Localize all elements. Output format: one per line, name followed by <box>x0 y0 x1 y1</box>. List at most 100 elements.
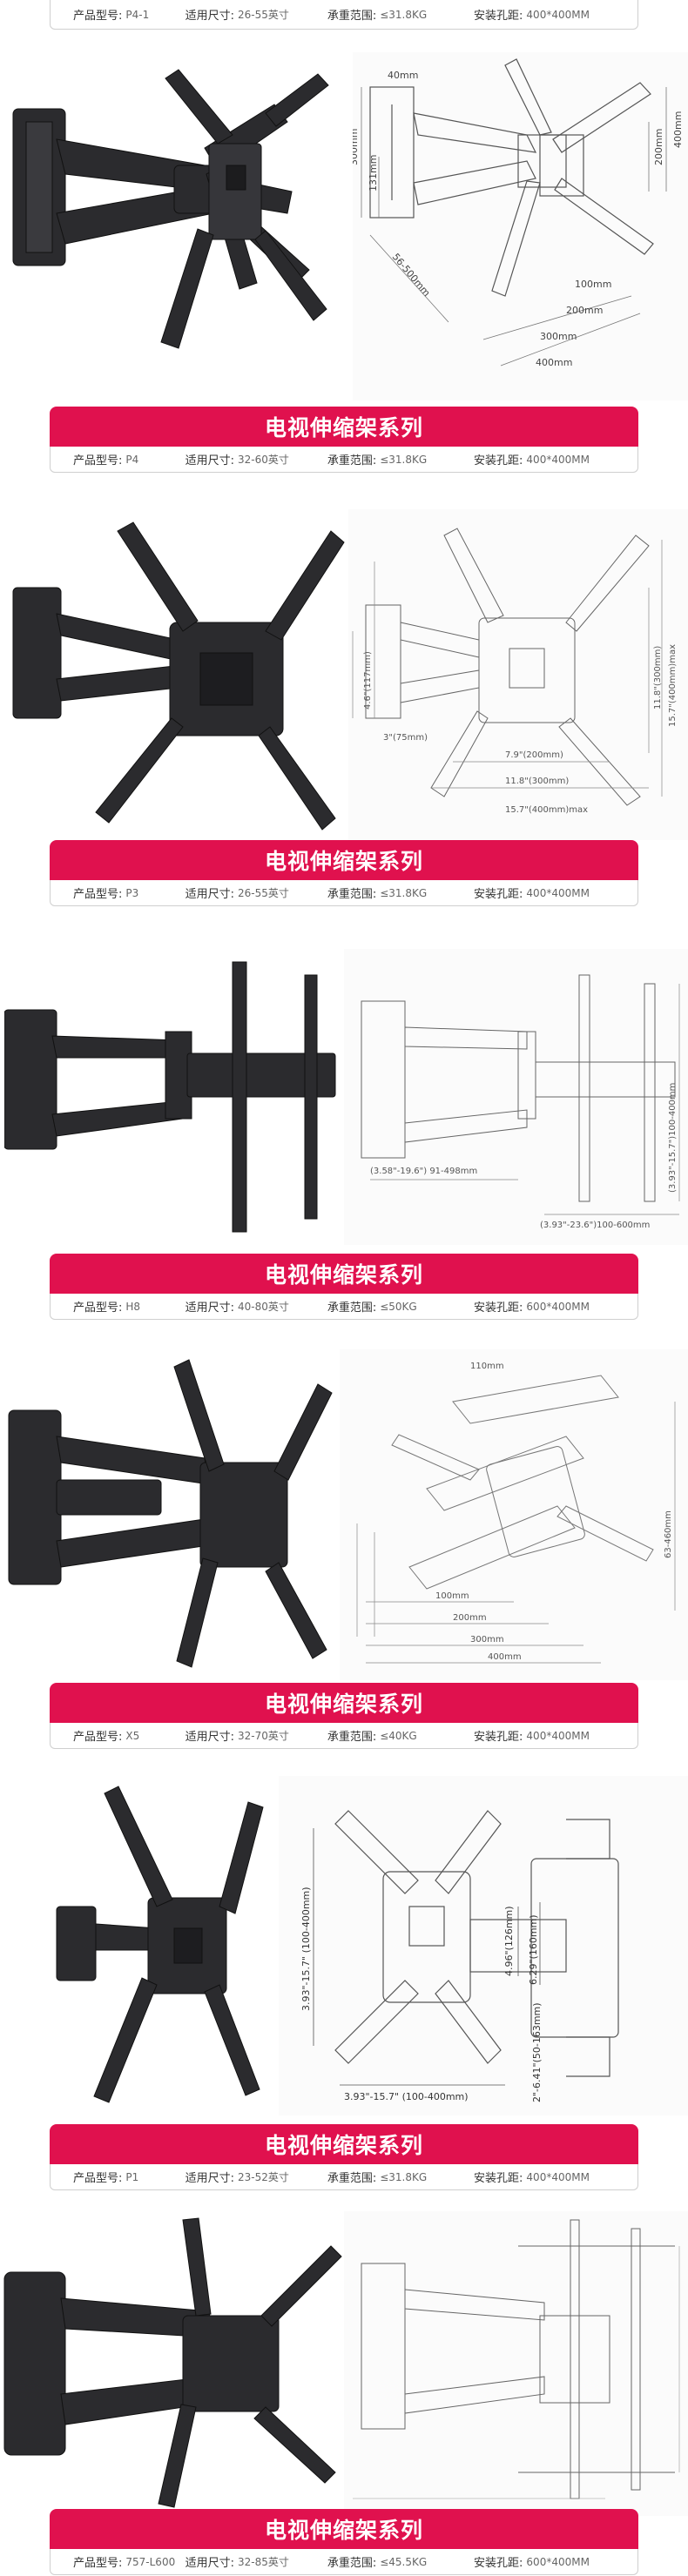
spec-load-label: 承重范围: <box>327 10 377 23</box>
dim-label: 400mm <box>672 111 684 148</box>
series-banner: 电视伸缩架系列 <box>50 840 638 880</box>
spec-model-label: 产品型号: <box>73 1301 123 1315</box>
dim-label: 200mm <box>566 305 603 316</box>
dim-label: 7.9"(200mm) <box>505 750 563 760</box>
spec-model-value: P3 <box>125 886 139 899</box>
dim-label: 11.8"(300mm) <box>653 646 663 710</box>
dim-label: 3.93"-15.7" (100-400mm) <box>344 2091 469 2102</box>
spec-model-label: 产品型号: <box>73 1731 123 1744</box>
spec-holes-value: 400*400MM <box>526 886 590 899</box>
spec-model-label: 产品型号: <box>73 454 123 467</box>
dim-label: 2"-6.41"(50-163mm) <box>531 2002 543 2102</box>
dim-label: 15.7"(400mm)max <box>668 644 678 727</box>
series-banner: 电视伸缩架系列 <box>50 2509 638 2549</box>
spec-strip-p1: 产品型号:P1 适用尺寸: 23-52英寸 承重范围:≤31.8KG 安装孔距:4… <box>50 2164 638 2190</box>
spec-strip-p3: 产品型号:P3 适用尺寸:26-55英寸 承重范围:≤31.8KG 安装孔距:4… <box>50 880 638 906</box>
spec-holes-label: 安装孔距: <box>474 2172 523 2185</box>
dim-label: 300mm <box>470 1635 504 1644</box>
dim-label: 100mm <box>435 1591 469 1601</box>
tv-mount-photo-p4-1 <box>12 69 329 349</box>
dim-label: 400mm <box>536 357 572 368</box>
spec-size-label: 适用尺寸: <box>185 888 234 901</box>
dim-label: 6.29"(160mm) <box>528 1914 539 1985</box>
dim-label: 200mm <box>453 1613 487 1623</box>
dimension-diagram-p1 <box>344 2211 688 2516</box>
tv-mount-photo-p1 <box>3 2217 342 2508</box>
dim-label: 11.8"(300mm) <box>505 777 569 786</box>
spec-holes-label: 安装孔距: <box>474 1301 523 1315</box>
spec-model-value: H8 <box>125 1300 141 1313</box>
spec-strip-h8: 产品型号:H8 适用尺寸:40-80英寸 承重范围:≤50KG 安装孔距:600… <box>50 1294 638 1320</box>
dimension-diagram-h8: 110mm 100mm 200mm 300mm 400mm 63-460mm <box>340 1349 688 1680</box>
dim-label: 15.7"(400mm)max <box>505 805 588 815</box>
dim-label: 40mm <box>388 70 418 81</box>
spec-model-label: 产品型号: <box>73 888 123 901</box>
tv-mount-photo-p4 <box>12 521 345 831</box>
dim-label: 300mm <box>540 331 577 342</box>
dimension-diagram-p4-1: 300mm 131mm 56-500mm 200mm 400mm 200mm 1… <box>353 52 688 400</box>
dim-label: 4.6"(117mm) <box>363 651 373 710</box>
dimension-diagram-p4: 15.7"(400mm)max 11.8"(300mm) 7.9"(200mm)… <box>348 509 688 840</box>
spec-load-label: 承重范围: <box>327 2557 377 2570</box>
spec-model-value: P1 <box>125 2170 139 2183</box>
spec-model-value: P4-1 <box>125 8 150 21</box>
spec-holes-value: 400*400MM <box>526 8 590 21</box>
spec-size-value: 32-85英寸 <box>238 2556 289 2568</box>
spec-size-label: 适用尺寸: <box>185 2172 234 2185</box>
spec-model-value: P4 <box>125 453 139 466</box>
spec-size-label: 适用尺寸: <box>185 1731 234 1744</box>
dim-label: 131mm <box>368 155 379 192</box>
spec-load-value: ≤31.8KG <box>380 453 428 466</box>
spec-size-value: 26-55英寸 <box>238 9 289 21</box>
spec-load-value: ≤40KG <box>380 1729 417 1742</box>
dim-label: (3.93"-23.6")100-600mm <box>540 1221 650 1230</box>
spec-holes-label: 安装孔距: <box>474 454 523 467</box>
spec-size-label: 适用尺寸: <box>185 1301 234 1315</box>
dim-label: (3.58"-19.6") 91-498mm <box>370 1167 477 1176</box>
spec-load-label: 承重范围: <box>327 2172 377 2185</box>
spec-load-value: ≤31.8KG <box>380 2170 428 2183</box>
tv-mount-photo-p3 <box>4 961 336 1233</box>
dim-label: 100mm <box>575 279 611 290</box>
spec-size-value: 23-52英寸 <box>238 2171 289 2183</box>
spec-holes-value: 600*400MM <box>526 2555 590 2568</box>
spec-holes-label: 安装孔距: <box>474 1731 523 1744</box>
dim-label: 300mm <box>353 129 360 165</box>
spec-holes-value: 400*400MM <box>526 1729 590 1742</box>
spec-strip-757-l600: 产品型号:757-L600 适用尺寸:32-85英寸 承重范围:≤45.5KG … <box>50 2549 638 2575</box>
spec-holes-value: 400*400MM <box>526 2170 590 2183</box>
spec-model-value: 757-L600 <box>125 2555 176 2568</box>
series-banner: 电视伸缩架系列 <box>50 1254 638 1294</box>
spec-size-label: 适用尺寸: <box>185 454 234 467</box>
dim-label: 63-460mm <box>664 1510 673 1558</box>
dim-label: 56-500mm <box>390 252 433 299</box>
spec-holes-label: 安装孔距: <box>474 10 523 23</box>
spec-holes-label: 安装孔距: <box>474 2557 523 2570</box>
spec-load-value: ≤45.5KG <box>380 2555 428 2568</box>
dim-label: 3.93"-15.7" (100-400mm) <box>300 1887 312 2011</box>
dim-label: 3"(75mm) <box>383 733 428 743</box>
spec-holes-label: 安装孔距: <box>474 888 523 901</box>
spec-model-label: 产品型号: <box>73 10 123 23</box>
spec-load-value: ≤31.8KG <box>380 8 428 21</box>
spec-size-value: 40-80英寸 <box>238 1301 289 1313</box>
spec-load-value: ≤31.8KG <box>380 886 428 899</box>
tv-mount-photo-h8 <box>8 1359 333 1668</box>
dimension-diagram-p3: (3.58"-19.6") 91-498mm (3.93"-23.6")100-… <box>344 949 688 1245</box>
series-banner: 电视伸缩架系列 <box>50 2124 638 2164</box>
tv-mount-photo-x5 <box>56 1786 264 2103</box>
dim-label: 400mm <box>488 1652 522 1662</box>
series-banner: 电视伸缩架系列 <box>50 1683 638 1723</box>
spec-size-label: 适用尺寸: <box>185 10 234 23</box>
spec-model-label: 产品型号: <box>73 2172 123 2185</box>
spec-size-value: 32-70英寸 <box>238 1730 289 1742</box>
spec-model-label: 产品型号: <box>73 2557 123 2570</box>
dimension-diagram-x5: 3.93"-15.7" (100-400mm) 3.93"-15.7" (100… <box>279 1776 688 2115</box>
spec-load-value: ≤50KG <box>380 1300 417 1313</box>
spec-load-label: 承重范围: <box>327 1731 377 1744</box>
spec-strip-p4: 产品型号:P4 适用尺寸:32-60英寸 承重范围:≤31.8KG 安装孔距:4… <box>50 447 638 473</box>
spec-strip-x5: 产品型号:X5 适用尺寸:32-70英寸 承重范围:≤40KG 安装孔距:400… <box>50 1723 638 1749</box>
dim-label: 4.96"(126mm) <box>503 1906 515 1976</box>
spec-load-label: 承重范围: <box>327 454 377 467</box>
